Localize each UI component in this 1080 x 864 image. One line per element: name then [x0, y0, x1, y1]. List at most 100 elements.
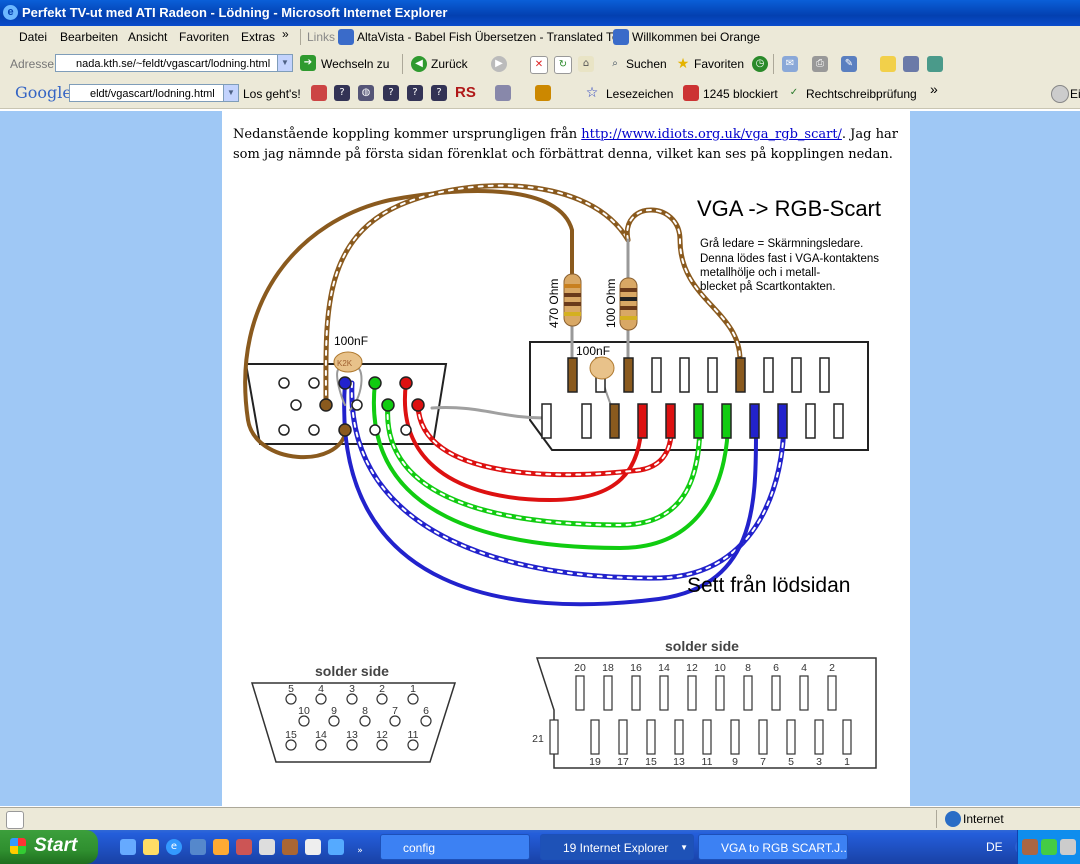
- toolbar-search-icon[interactable]: ?: [334, 85, 350, 101]
- option-icon[interactable]: [1051, 85, 1069, 103]
- svg-text:13: 13: [673, 756, 685, 768]
- start-button[interactable]: Start: [0, 830, 98, 864]
- quicklaunch-icon[interactable]: [259, 839, 275, 855]
- home-icon[interactable]: ⌂: [578, 56, 594, 72]
- favorites-star-icon[interactable]: ★: [676, 56, 690, 72]
- menu-ansicht[interactable]: Ansicht: [128, 30, 168, 44]
- tray-icon[interactable]: [1022, 839, 1038, 855]
- refresh-icon[interactable]: ↻: [554, 56, 572, 74]
- svg-text:12: 12: [376, 729, 388, 741]
- brown-wire: [243, 189, 574, 460]
- toolbar-puzzle-icon[interactable]: [535, 85, 551, 101]
- print-icon[interactable]: ⎙: [812, 56, 828, 72]
- menu-bearbeiten[interactable]: Bearbeiten: [60, 30, 119, 44]
- web-page: Nedanstående koppling kommer ursprunglig…: [222, 111, 910, 806]
- mail-icon[interactable]: ✉: [782, 56, 798, 72]
- label-100-ohm: 100 Ohm: [604, 279, 618, 328]
- menu-more-chevron[interactable]: »: [282, 27, 289, 41]
- toolbar-link-icon[interactable]: [495, 85, 511, 101]
- svg-text:14: 14: [658, 662, 670, 674]
- vga-pinout-body: [250, 682, 457, 763]
- svg-text:10: 10: [714, 662, 726, 674]
- quicklaunch-icon[interactable]: [282, 839, 298, 855]
- google-search-input[interactable]: eldt/vgascart/lodning.html ▼: [69, 84, 239, 102]
- forward-icon[interactable]: ▶: [491, 56, 507, 72]
- task-internet-explorer[interactable]: 19 Internet Explorer▼: [540, 834, 694, 860]
- chevron-down-icon[interactable]: ▼: [223, 85, 238, 101]
- quicklaunch-icon[interactable]: [328, 839, 344, 855]
- quicklaunch-icon[interactable]: [190, 839, 206, 855]
- note-icon[interactable]: [880, 56, 896, 72]
- go-button[interactable]: Wechseln zu: [321, 57, 390, 71]
- svg-text:9: 9: [732, 756, 738, 768]
- cap-marking: K2K: [337, 359, 353, 368]
- svg-text:15: 15: [285, 729, 297, 741]
- menu-favoriten[interactable]: Favoriten: [179, 30, 230, 44]
- link-page-icon: [338, 29, 354, 45]
- toolbar-search-icon[interactable]: ?: [407, 85, 423, 101]
- search-icon[interactable]: ⌕: [612, 58, 618, 69]
- bookmarks-button[interactable]: Lesezeichen: [606, 87, 674, 101]
- toolbar-trail-text: Ein: [1070, 87, 1080, 101]
- favorites-button[interactable]: Favoriten: [694, 57, 745, 71]
- blocked-count[interactable]: 1245 blockiert: [703, 87, 778, 101]
- back-icon[interactable]: ◀: [411, 56, 427, 72]
- svg-text:17: 17: [617, 756, 629, 768]
- separator: [402, 54, 403, 74]
- resistor-470: [563, 273, 582, 327]
- ie-icon[interactable]: e: [166, 839, 182, 855]
- window-title: Perfekt TV-ut med ATI Radeon - Lödning -…: [22, 5, 448, 20]
- quicklaunch-icon[interactable]: [236, 839, 252, 855]
- address-input[interactable]: nada.kth.se/~feldt/vgascart/lodning.html…: [55, 54, 293, 72]
- messenger-icon[interactable]: [927, 56, 943, 72]
- label-cap-vga: 100nF: [334, 334, 368, 348]
- svg-text:13: 13: [346, 729, 358, 741]
- gray-wire: [430, 406, 547, 420]
- svg-text:3: 3: [349, 683, 355, 695]
- quicklaunch-icon[interactable]: [213, 839, 229, 855]
- go-arrow-icon[interactable]: ➔: [300, 55, 316, 71]
- quicklaunch-more-icon[interactable]: »: [357, 846, 363, 856]
- spellcheck-button[interactable]: Rechtschreibprüfung: [806, 87, 917, 101]
- task-config[interactable]: config: [380, 834, 530, 860]
- tray-icon[interactable]: [1041, 839, 1057, 855]
- tray-icon[interactable]: [1060, 839, 1076, 855]
- google-go-button[interactable]: Los geht's!: [243, 87, 301, 101]
- search-button[interactable]: Suchen: [626, 57, 667, 71]
- svg-text:3: 3: [816, 756, 822, 768]
- stop-icon[interactable]: ✕: [530, 56, 548, 74]
- toolbar-search-icon[interactable]: ?: [431, 85, 447, 101]
- separator: [300, 29, 301, 45]
- link-altavista[interactable]: AltaVista - Babel Fish Übersetzen - Tran…: [357, 30, 629, 44]
- chevron-down-icon[interactable]: ▼: [277, 55, 292, 71]
- quicklaunch-icon[interactable]: [120, 839, 136, 855]
- menu-bar: Datei Bearbeiten Ansicht Favoriten Extra…: [0, 26, 1080, 49]
- google-logo[interactable]: Google: [15, 83, 72, 102]
- system-tray: [1017, 830, 1080, 864]
- menu-datei[interactable]: Datei: [19, 30, 48, 44]
- bookmark-star-icon[interactable]: ☆: [585, 85, 599, 101]
- language-indicator[interactable]: DE: [986, 840, 1003, 854]
- history-icon[interactable]: ◷: [752, 56, 768, 72]
- menu-extras[interactable]: Extras: [241, 30, 276, 44]
- svg-text:20: 20: [574, 662, 586, 674]
- scart-pins: [541, 357, 844, 439]
- spellcheck-icon[interactable]: ✓: [789, 87, 799, 98]
- back-button[interactable]: Zurück: [431, 57, 468, 71]
- task-vga-scart[interactable]: VGA to RGB SCART.J...: [698, 834, 848, 860]
- quicklaunch-icon[interactable]: [305, 839, 321, 855]
- toolbar-icon[interactable]: [311, 85, 327, 101]
- folder-icon[interactable]: [143, 839, 159, 855]
- toolbar-globe-icon[interactable]: ◍: [358, 85, 374, 101]
- vga-solder-side-title: solder side: [315, 663, 389, 679]
- link-orange[interactable]: Willkommen bei Orange: [632, 30, 761, 44]
- svg-text:5: 5: [288, 683, 294, 695]
- toolbar-more-chevron[interactable]: »: [930, 81, 938, 97]
- svg-text:8: 8: [362, 705, 368, 717]
- edit-icon[interactable]: ✎: [841, 56, 857, 72]
- source-link[interactable]: http://www.idiots.org.uk/vga_rgb_scart/: [581, 127, 842, 142]
- toolbar-search-icon[interactable]: ?: [383, 85, 399, 101]
- rs-button[interactable]: RS: [455, 84, 476, 101]
- research-icon[interactable]: [903, 56, 919, 72]
- popup-blocker-icon[interactable]: [683, 85, 699, 101]
